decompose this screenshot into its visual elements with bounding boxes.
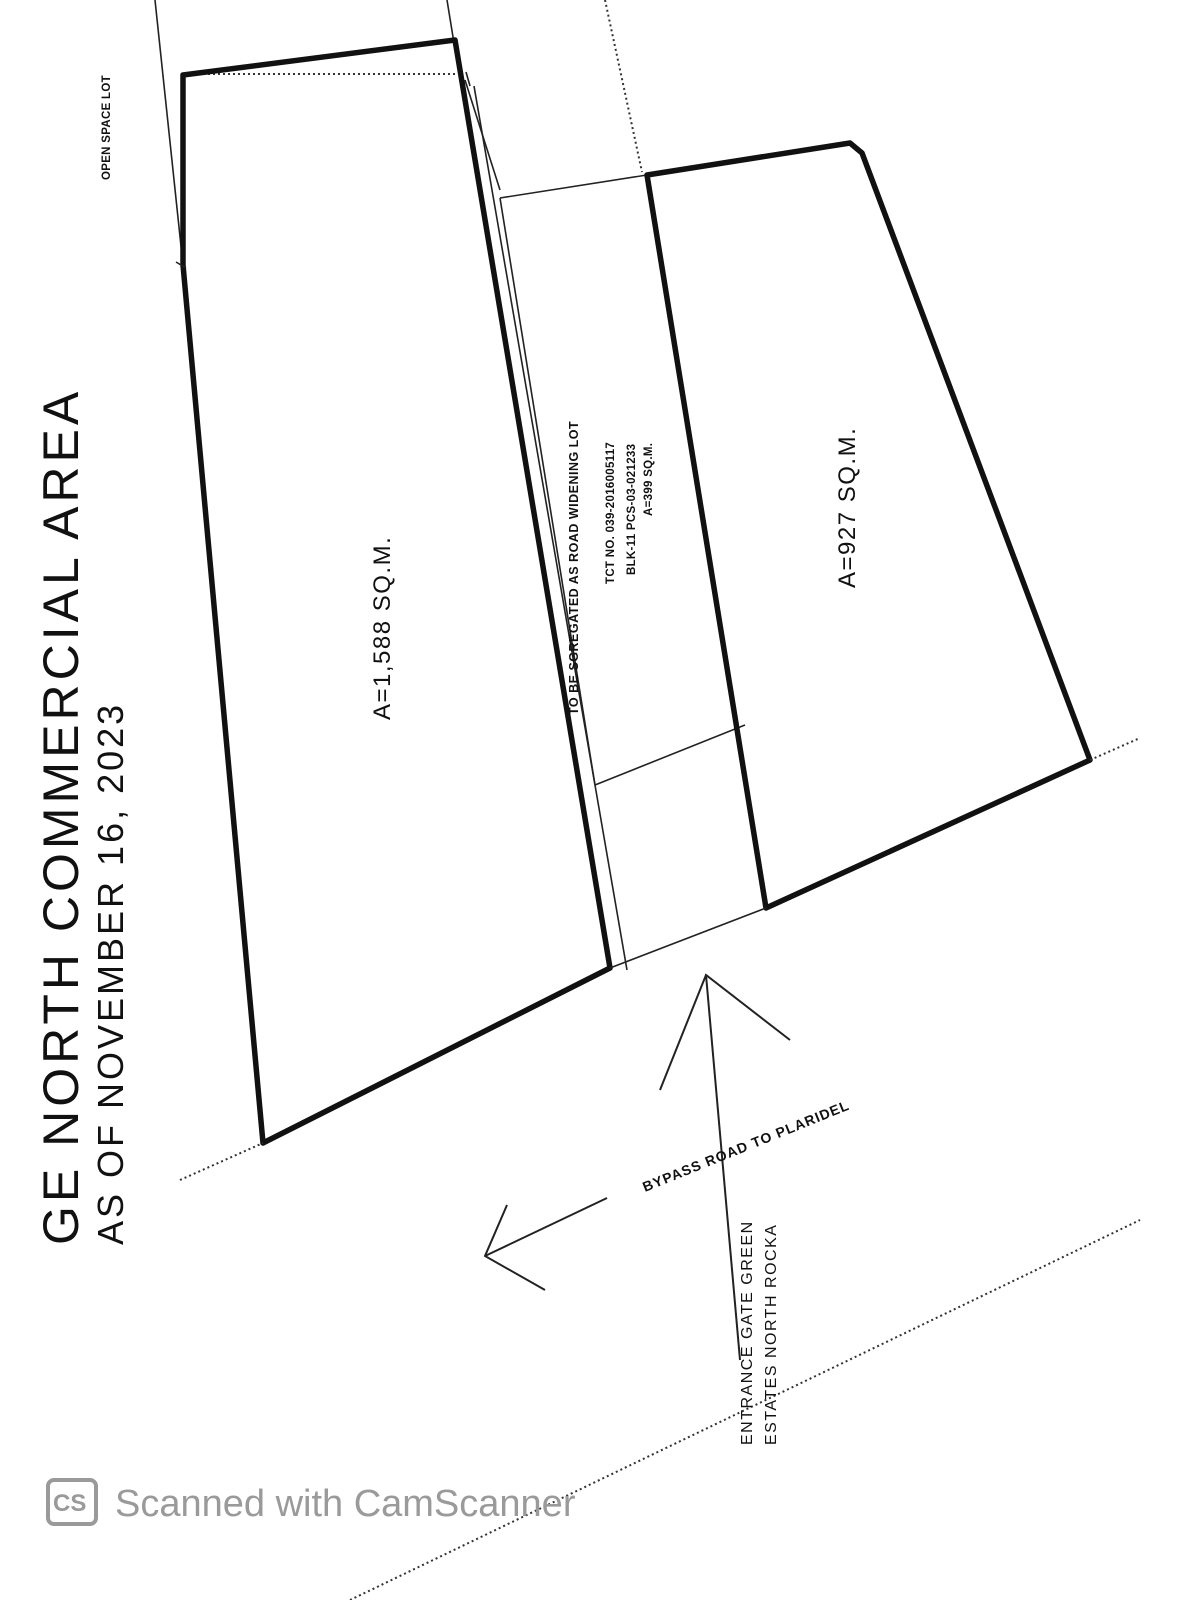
far-road-edge-dotted xyxy=(349,1219,1141,1600)
entrance-gate-label-line2: ESTATES NORTH ROCKA xyxy=(763,1224,780,1445)
bypass-road-label: BYPASS ROAD TO PLARIDEL xyxy=(640,1097,851,1195)
camscanner-logo-text: CS xyxy=(53,1490,86,1517)
open-space-label: OPEN SPACE LOT xyxy=(101,75,113,180)
entrance-arrow-head xyxy=(659,973,791,1091)
road-widening-line xyxy=(473,85,628,971)
road-frontage-line xyxy=(609,907,767,969)
lot-1588-area-label: A=1,588 SQ.M. xyxy=(369,536,396,720)
tct-block-label: BLK-11 PCS-03-021233 xyxy=(626,444,638,575)
tct-lot-top-line xyxy=(499,174,648,199)
open-space-boundary-dotted xyxy=(604,0,643,173)
tct-number-label: TCT NO. 039-2016005117 xyxy=(605,442,617,584)
camscanner-logo xyxy=(46,1478,98,1526)
camscanner-watermark: Scanned with CamScanner xyxy=(115,1483,576,1525)
lot-927-outline xyxy=(644,140,1093,911)
bypass-arrow-head xyxy=(483,1204,546,1291)
lot-927-area-label: A=927 SQ.M. xyxy=(834,427,861,588)
drawing-title: GE NORTH COMMERCIAL AREA xyxy=(33,388,89,1245)
left-boundary-line xyxy=(154,0,184,266)
tct-lot-bottom-line xyxy=(594,724,746,786)
road-widening-label: TO BE SGREGATED AS ROAD WIDENING LOT xyxy=(567,421,581,715)
entrance-arrow-shaft xyxy=(705,974,741,1361)
road-frontage-dotted-left xyxy=(179,1142,264,1181)
drawing-subtitle: AS OF NOVEMBER 16, 2023 xyxy=(90,702,131,1245)
bypass-arrow-shaft xyxy=(484,1197,608,1257)
road-frontage-dotted xyxy=(1089,737,1141,761)
tct-lot-left-line xyxy=(499,197,596,786)
lot-1588-outline xyxy=(180,37,613,1146)
boundary-tick xyxy=(465,71,471,87)
entrance-gate-label-line1: ENTRANCE GATE GREEN xyxy=(739,1220,756,1445)
boundary-tick xyxy=(175,261,187,269)
tct-area-label: A=399 SQ.M. xyxy=(643,443,655,516)
